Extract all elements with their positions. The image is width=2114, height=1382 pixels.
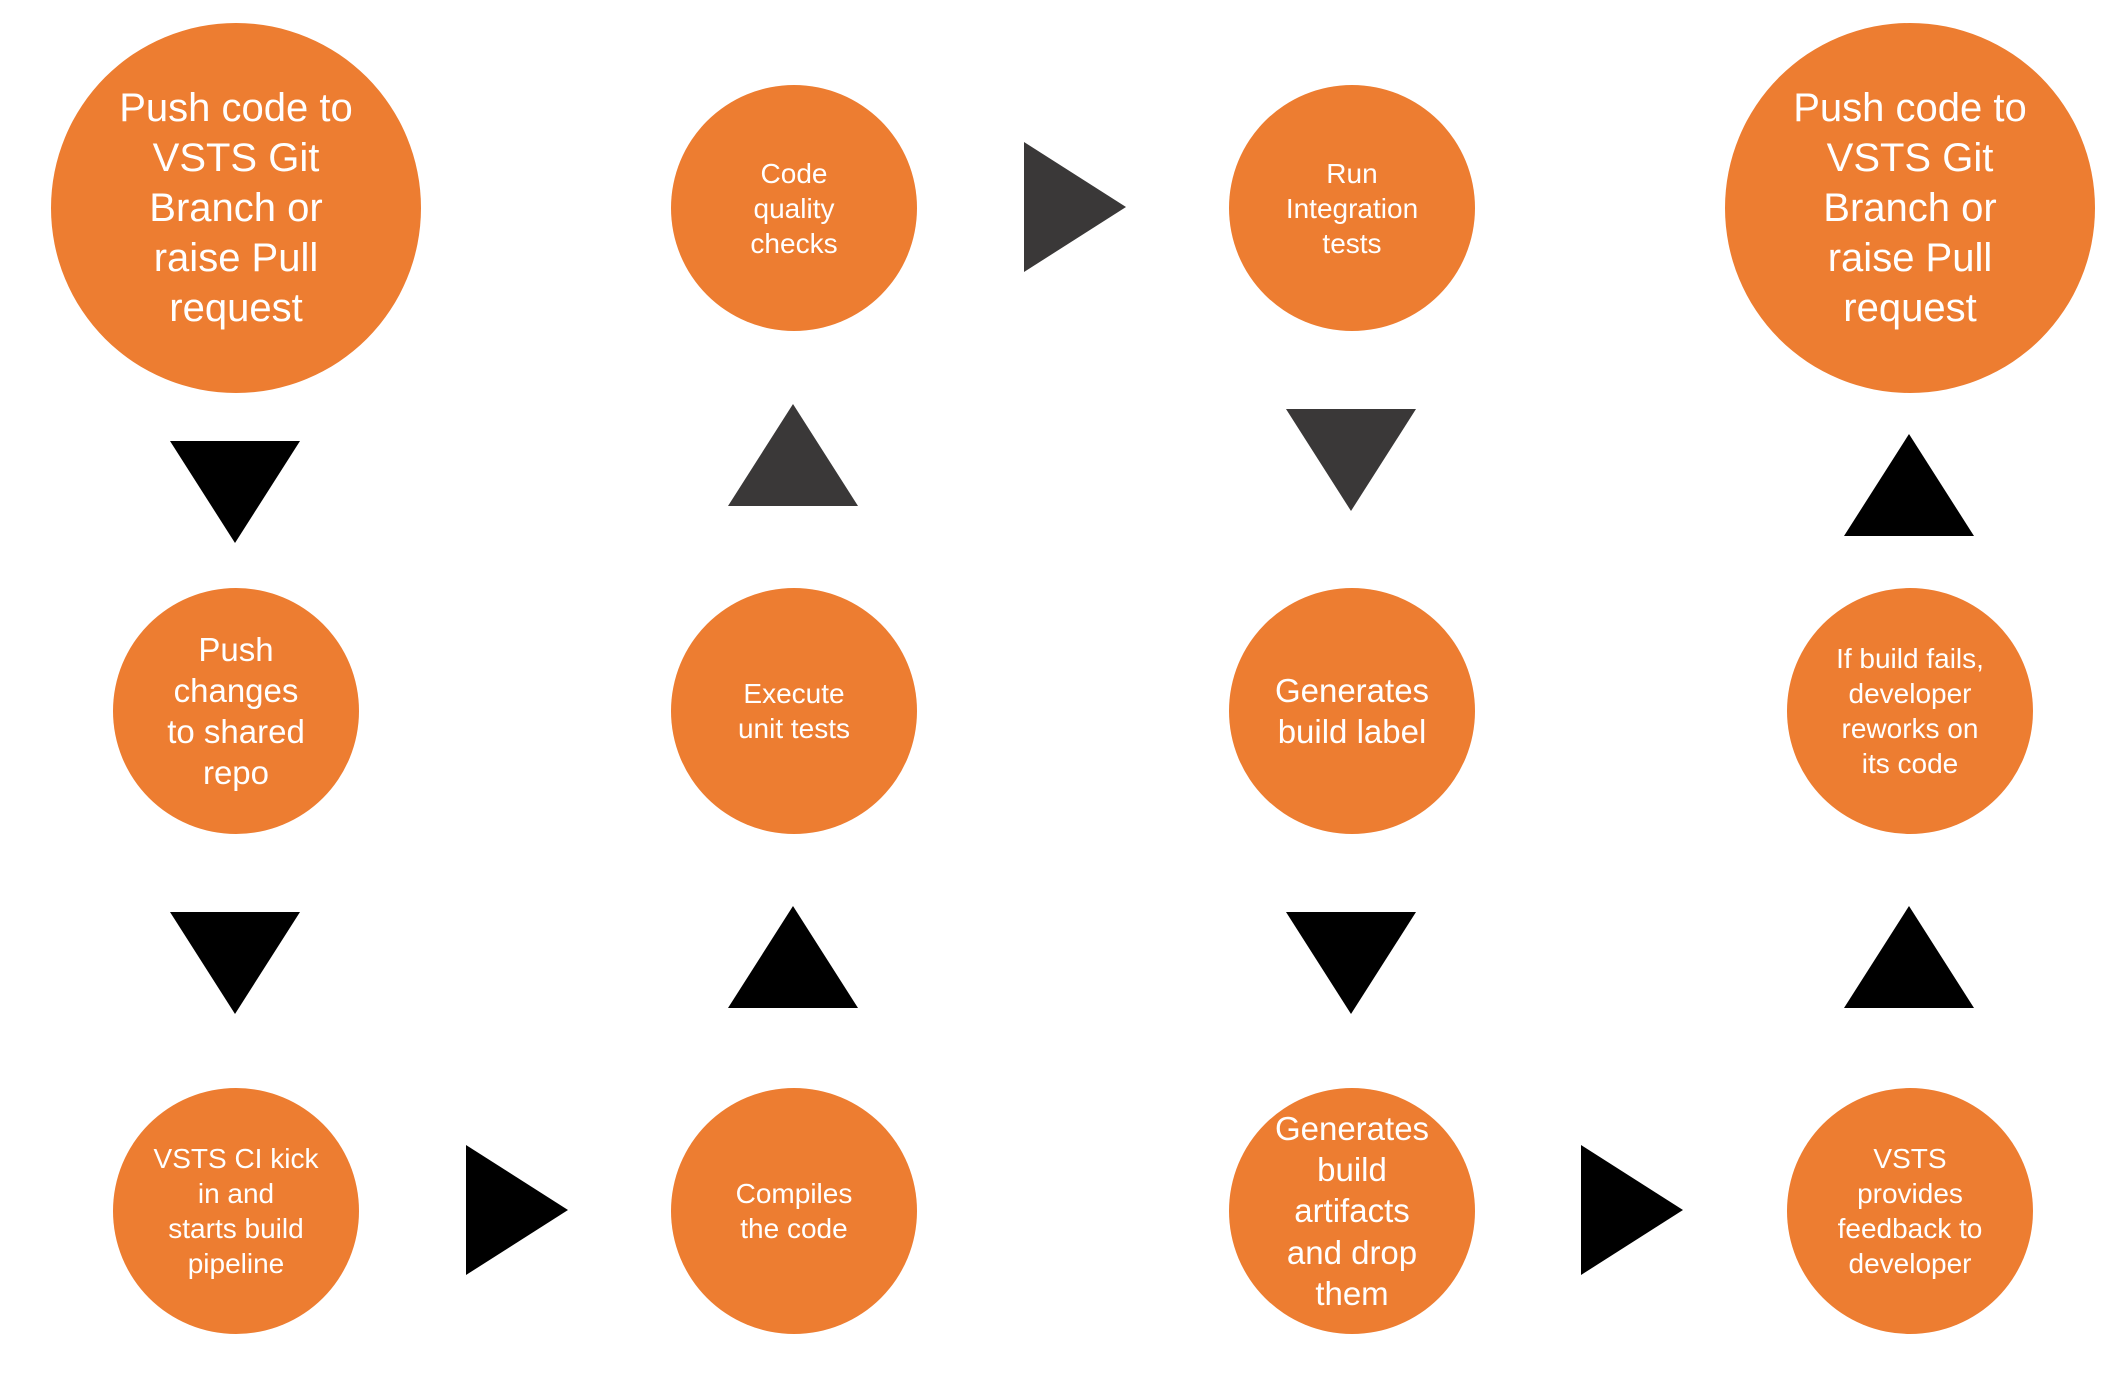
node-build-artifacts: Generates build artifacts and drop them	[1229, 1088, 1475, 1334]
arrow-fails-to-push-icon	[1844, 434, 1974, 536]
node-ci-kick-in-label: VSTS CI kick in and starts build pipelin…	[153, 1143, 319, 1279]
arrow-compile-to-unit-icon	[728, 906, 858, 1008]
node-build-fails: If build fails, developer reworks on its…	[1787, 588, 2033, 834]
arrow-integration-to-label-icon	[1286, 409, 1416, 511]
node-unit-tests-label: Execute unit tests	[737, 678, 851, 744]
node-push-code-right: Push code to VSTS Git Branch or raise Pu…	[1725, 23, 2095, 393]
node-unit-tests: Execute unit tests	[671, 588, 917, 834]
node-build-label-label: Generates build label	[1274, 671, 1430, 750]
arrow-label-to-artifacts-icon	[1286, 912, 1416, 1014]
node-feedback: VSTS provides feedback to developer	[1787, 1088, 2033, 1334]
arrow-artifacts-to-feedback-icon	[1581, 1145, 1683, 1275]
node-feedback-label: VSTS provides feedback to developer	[1837, 1143, 1983, 1279]
node-push-changes-label: Push changes to shared repo	[167, 630, 305, 792]
node-integration-tests-label: Run Integration tests	[1285, 157, 1419, 259]
arrow-push-to-changes-icon	[170, 441, 300, 543]
arrow-ci-to-compile-icon	[466, 1145, 568, 1275]
node-push-code-right-label: Push code to VSTS Git Branch or raise Pu…	[1793, 86, 2027, 330]
node-code-quality-label: Code quality checks	[750, 157, 838, 259]
arrow-quality-to-integration-icon	[1024, 142, 1126, 272]
node-push-code-left: Push code to VSTS Git Branch or raise Pu…	[51, 23, 421, 393]
node-integration-tests: Run Integration tests	[1229, 85, 1475, 331]
node-push-code-left-label: Push code to VSTS Git Branch or raise Pu…	[119, 86, 353, 330]
node-compile-label: Compiles the code	[735, 1178, 853, 1244]
node-compile: Compiles the code	[671, 1088, 917, 1334]
node-push-changes: Push changes to shared repo	[113, 588, 359, 834]
arrow-feedback-to-fails-icon	[1844, 906, 1974, 1008]
node-ci-kick-in: VSTS CI kick in and starts build pipelin…	[113, 1088, 359, 1334]
node-code-quality: Code quality checks	[671, 85, 917, 331]
node-build-fails-label: If build fails, developer reworks on its…	[1836, 643, 1984, 779]
arrow-changes-to-ci-icon	[170, 912, 300, 1014]
node-build-artifacts-label: Generates build artifacts and drop them	[1274, 1109, 1430, 1312]
arrow-unit-to-quality-icon	[728, 404, 858, 506]
node-build-label: Generates build label	[1229, 588, 1475, 834]
